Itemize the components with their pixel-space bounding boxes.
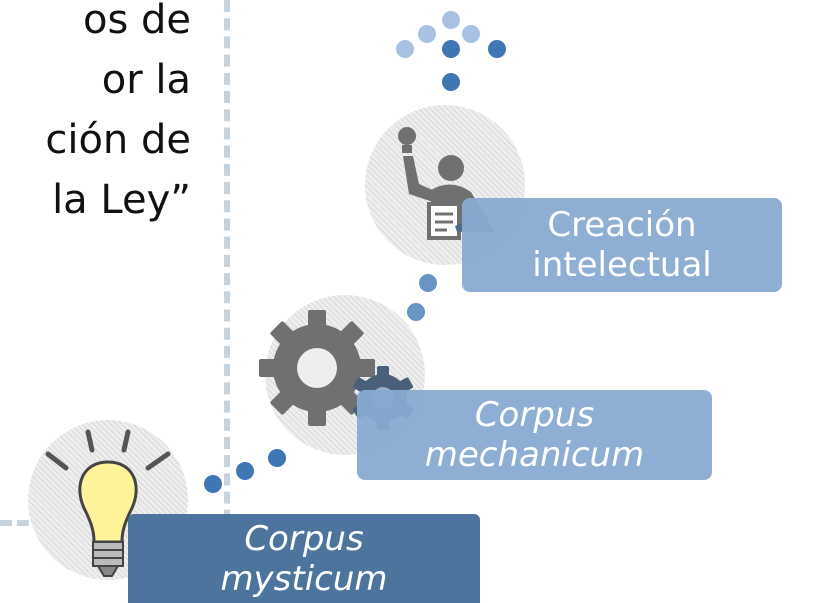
quote-line-1: os de — [82, 0, 191, 43]
connector-dot — [268, 449, 286, 467]
arrow-dot — [488, 40, 506, 58]
stage-3-label-line-2: intelectual — [532, 245, 712, 285]
stage-label-corpus-mysticum: Corpus mysticum — [128, 514, 480, 603]
vertical-dashed-divider — [224, 0, 230, 540]
stage-2-label-line-2: mechanicum — [424, 435, 645, 475]
quote-text: os de or la ción de la Ley” — [0, 0, 191, 230]
stage-1-label-line-1: Corpus — [244, 518, 364, 559]
quote-line-4: la Ley” — [52, 177, 191, 223]
lightbulb-icon — [45, 429, 171, 577]
stage-label-corpus-mechanicum: Corpus mechanicum — [357, 390, 712, 480]
connector-dot — [419, 274, 437, 292]
arrow-dot — [396, 40, 414, 58]
connector-dot — [204, 475, 222, 493]
arrow-dot — [442, 11, 460, 29]
quote-line-3: ción de — [45, 117, 191, 163]
arrow-dot — [418, 25, 436, 43]
stage-1-label-line-2: mysticum — [220, 558, 388, 599]
connector-dot — [407, 303, 425, 321]
arrow-dot — [442, 40, 460, 58]
stage-3-label-line-1: Creación — [547, 205, 697, 245]
quote-line-2: or la — [101, 57, 191, 103]
stage-label-creacion-intelectual: Creación intelectual — [462, 198, 782, 292]
arrow-dot — [462, 25, 480, 43]
stage-2-label-line-1: Corpus — [474, 395, 595, 435]
arrow-dot — [442, 73, 460, 91]
connector-dot — [236, 462, 254, 480]
